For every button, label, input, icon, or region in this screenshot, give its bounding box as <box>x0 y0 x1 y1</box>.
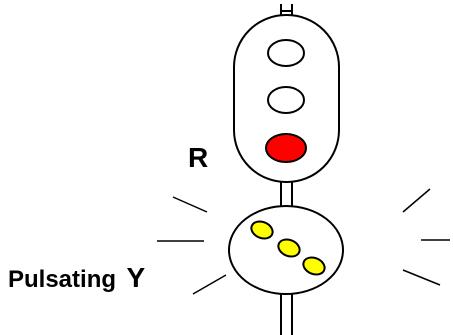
ray-right-upper <box>402 188 431 213</box>
pulsation-rays-right <box>402 188 450 286</box>
lower-lamp-1 <box>250 220 274 240</box>
lower-lamp-3 <box>302 256 326 276</box>
label-main-aspect: R <box>188 142 208 173</box>
ray-right-lower <box>402 269 441 286</box>
lower-lamp-2 <box>277 238 301 258</box>
label-lower-aspect-prefix: Pulsating <box>8 266 116 293</box>
bottom-mast <box>280 294 293 335</box>
label-lower-aspect: Pulsating Y <box>8 262 145 293</box>
upper-lamp-top <box>267 39 305 67</box>
upper-lamp-middle <box>267 86 305 114</box>
upper-lamp-red <box>265 133 307 163</box>
ray-left-upper <box>172 196 208 213</box>
pulsation-rays-left <box>157 196 227 295</box>
label-lower-aspect-letter: Y <box>126 262 145 293</box>
top-mast <box>280 4 293 16</box>
ray-left-lower <box>192 274 227 295</box>
